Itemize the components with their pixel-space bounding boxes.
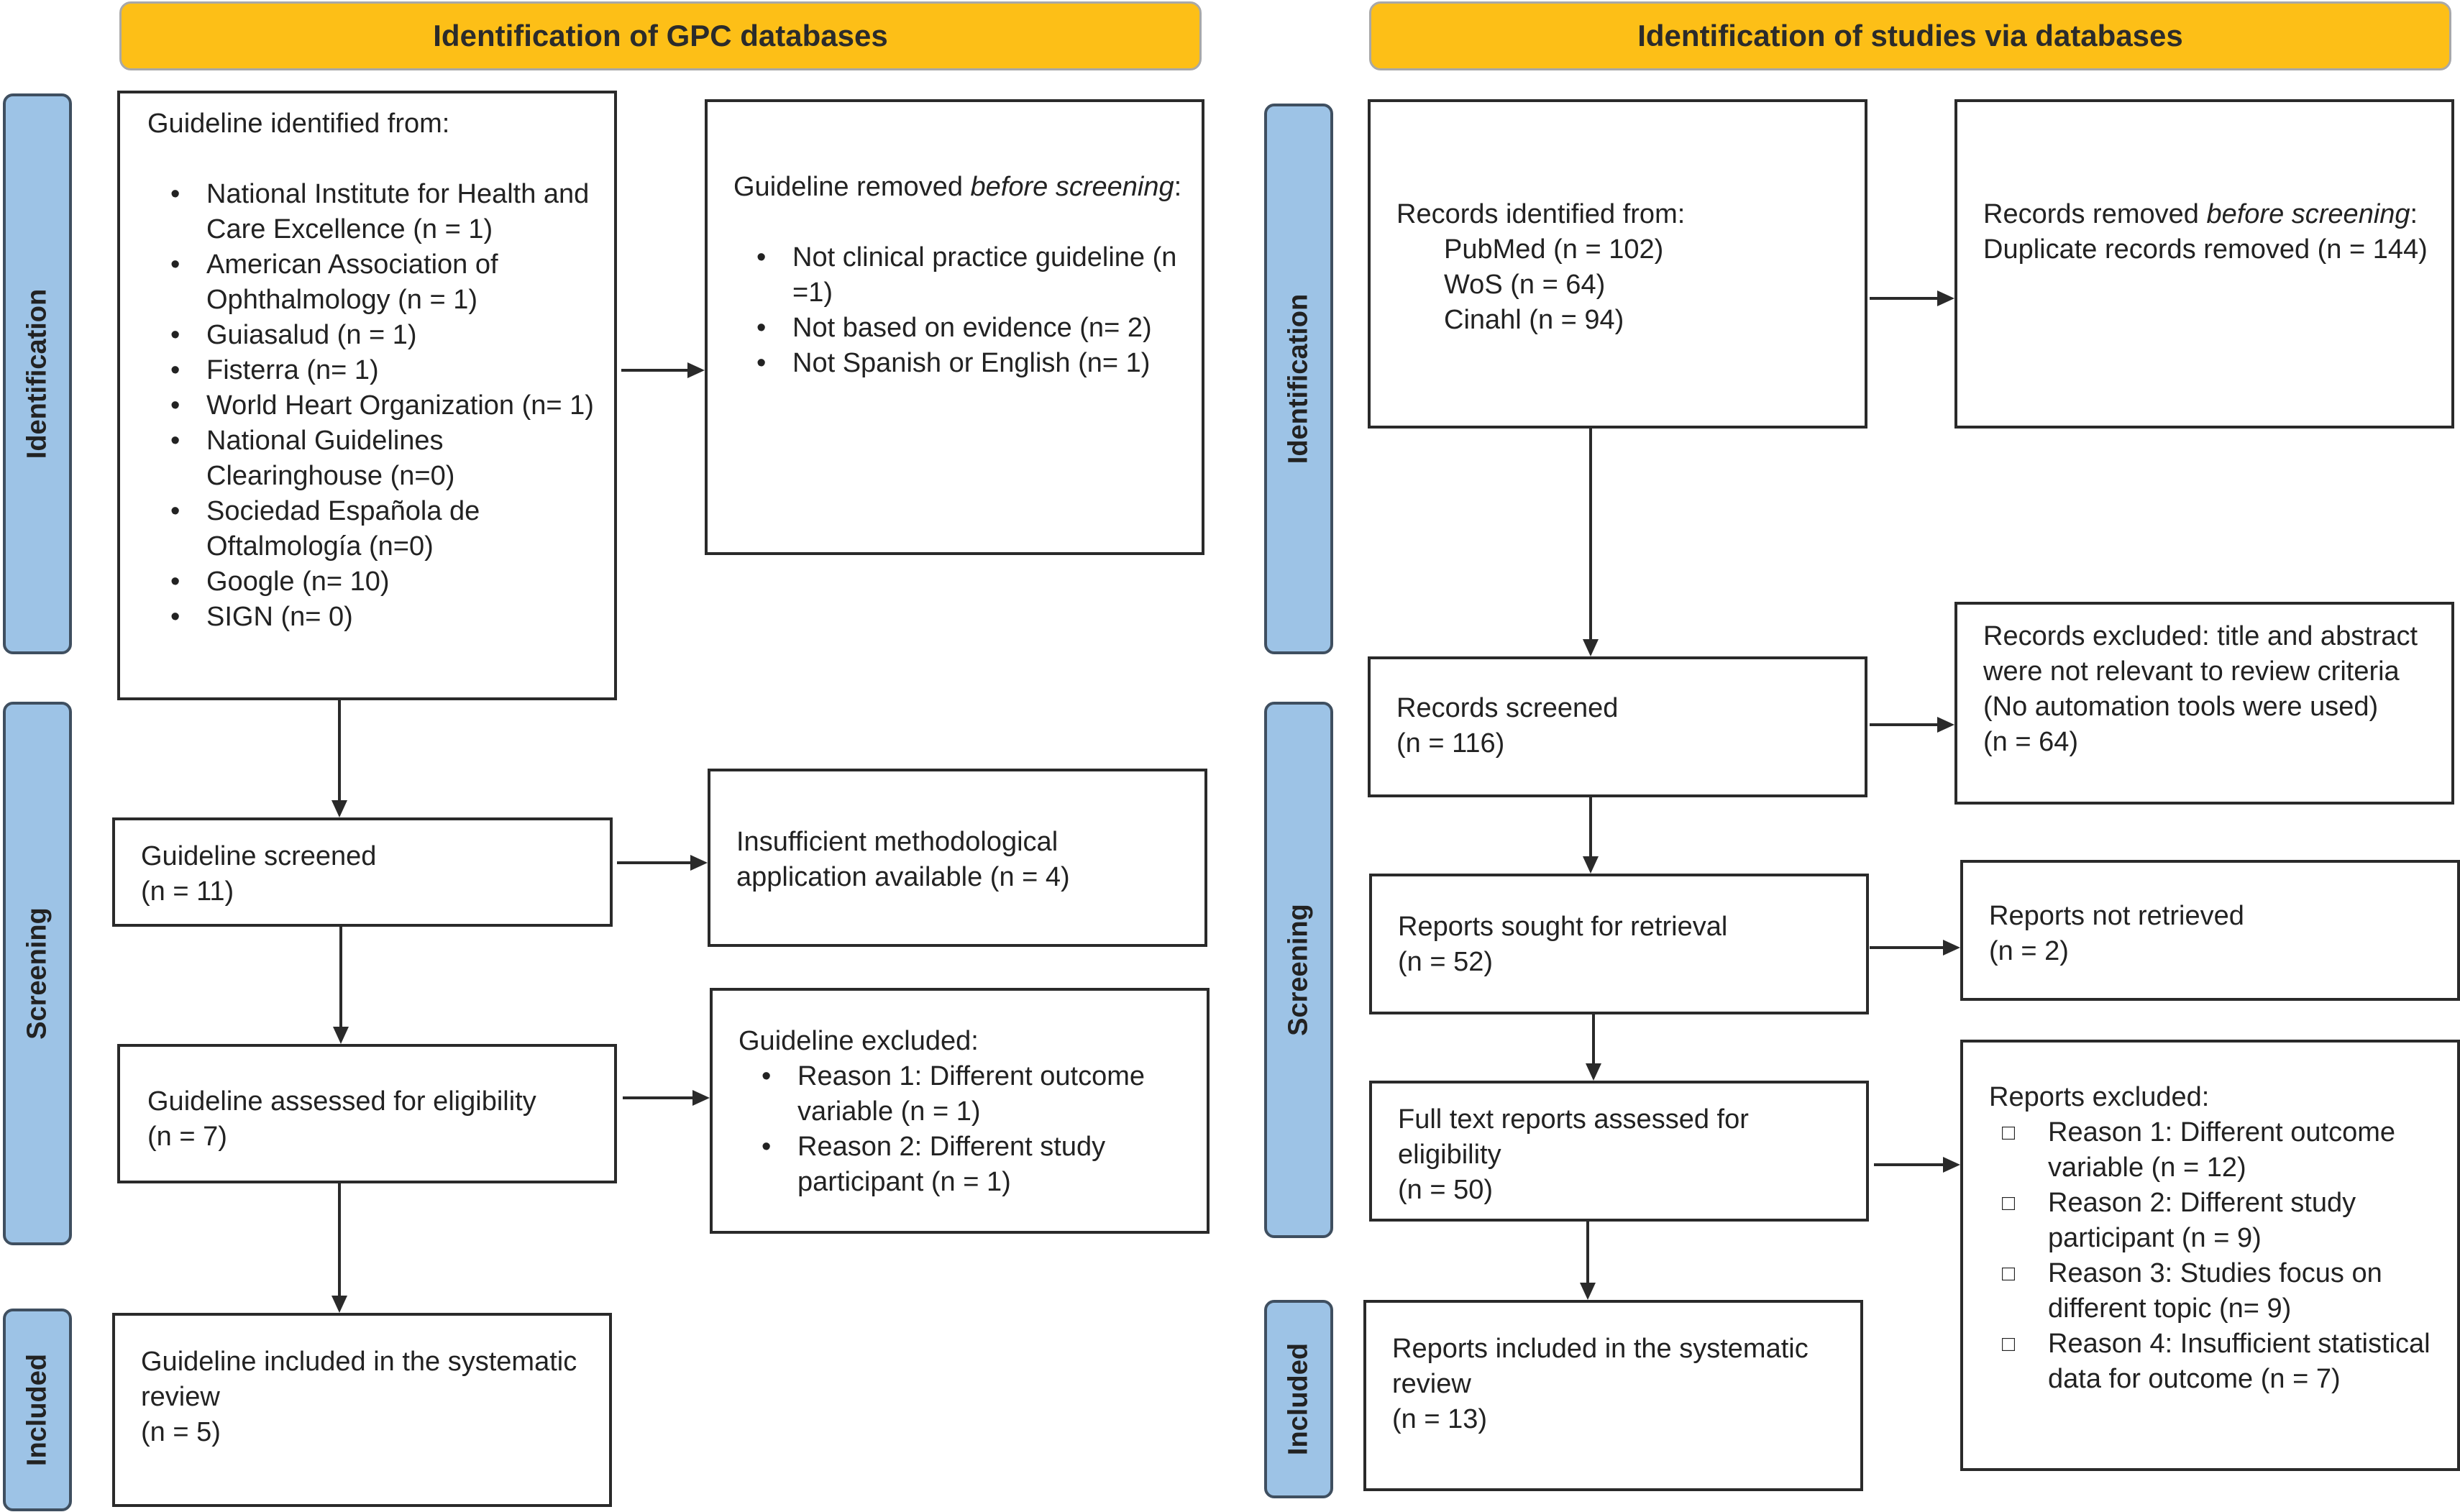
box-count: (n = 116) xyxy=(1396,728,1505,759)
guideline-included-box: Guideline included in the systematic rev… xyxy=(112,1313,612,1507)
list-item: Reason 1: Different outcome variable (n … xyxy=(739,1059,1189,1130)
guideline-identified-box: Guideline identified from: National Inst… xyxy=(117,91,617,700)
right-stage-screening: Screening xyxy=(1264,702,1333,1238)
guideline-excluded-box: Guideline excluded: Reason 1: Different … xyxy=(710,988,1210,1234)
reports-included-box: Reports included in the systematic revie… xyxy=(1363,1300,1863,1491)
box-text: Insufficient methodological application … xyxy=(736,827,1070,892)
arrowhead xyxy=(1937,290,1954,306)
excluded-list: Reason 1: Different outcome variable (n … xyxy=(1989,1115,2440,1397)
box-count: (n = 50) xyxy=(1398,1175,1494,1205)
guideline-screened-box: Guideline screened (n = 11) xyxy=(112,817,613,927)
box-line: Reports sought for retrieval xyxy=(1398,912,1728,942)
arrowhead xyxy=(1943,1157,1960,1173)
left-stage-included: Included xyxy=(3,1309,72,1511)
box-count: (n = 5) xyxy=(141,1417,221,1447)
box-line: Full text reports assessed for eligibili… xyxy=(1398,1104,1749,1170)
records-screened-box: Records screened (n = 116) xyxy=(1368,656,1867,797)
database-item: WoS (n = 64) xyxy=(1444,270,1606,300)
right-stage-identification: Identification xyxy=(1264,104,1333,654)
removed-list: Not clinical practice guideline (n =1) N… xyxy=(733,240,1184,381)
arrowhead xyxy=(333,1027,349,1044)
list-item: Reason 4: Insufficient statistical data … xyxy=(1989,1327,2440,1397)
list-item: Not based on evidence (n= 2) xyxy=(733,311,1184,346)
reports-assessed-box: Full text reports assessed for eligibili… xyxy=(1369,1081,1869,1222)
box-count: (n = 2) xyxy=(1989,936,2069,966)
box-count: (n = 7) xyxy=(147,1122,227,1152)
reports-sought-box: Reports sought for retrieval (n = 52) xyxy=(1369,874,1869,1014)
insufficient-methodology-box: Insufficient methodological application … xyxy=(708,769,1207,947)
box-text: Records excluded: title and abstract wer… xyxy=(1983,621,2418,722)
records-excluded-box: Records excluded: title and abstract wer… xyxy=(1954,602,2454,805)
arrowhead xyxy=(690,855,708,871)
arrowhead xyxy=(1586,1063,1601,1081)
arrowhead xyxy=(692,1090,710,1106)
right-header: Identification of studies via databases xyxy=(1369,1,2451,70)
list-item: National Institute for Health and Care E… xyxy=(147,177,597,247)
box-title: Guideline removed before screening: xyxy=(733,172,1182,202)
arrowhead xyxy=(1937,717,1954,733)
records-identified-box: Records identified from: PubMed (n = 102… xyxy=(1368,99,1867,429)
list-item: SIGN (n= 0) xyxy=(147,600,597,635)
box-text: Duplicate records removed (n = 144) xyxy=(1983,234,2428,265)
list-item: Google (n= 10) xyxy=(147,564,597,600)
box-line: Guideline assessed for eligibility xyxy=(147,1086,536,1117)
excluded-list: Reason 1: Different outcome variable (n … xyxy=(739,1059,1189,1200)
arrowhead xyxy=(1943,940,1960,956)
list-item: Reason 1: Different outcome variable (n … xyxy=(1989,1115,2440,1186)
box-title: Records removed before screening: xyxy=(1983,199,2418,229)
list-item: Sociedad Española de Oftalmología (n=0) xyxy=(147,494,597,564)
database-item: PubMed (n = 102) xyxy=(1444,234,1664,265)
box-count: (n = 13) xyxy=(1392,1404,1488,1434)
arrowhead xyxy=(1583,856,1599,874)
guideline-assessed-box: Guideline assessed for eligibility (n = … xyxy=(117,1044,617,1183)
reports-not-retrieved-box: Reports not retrieved (n = 2) xyxy=(1960,860,2460,1001)
list-item: Not clinical practice guideline (n =1) xyxy=(733,240,1184,311)
list-item: Not Spanish or English (n= 1) xyxy=(733,346,1184,381)
list-item: Reason 2: Different study participant (n… xyxy=(1989,1186,2440,1256)
list-item: National Guidelines Clearinghouse (n=0) xyxy=(147,423,597,494)
box-line: Records screened xyxy=(1396,693,1619,723)
box-line: Guideline included in the systematic rev… xyxy=(141,1347,577,1412)
database-item: Cinahl (n = 94) xyxy=(1444,305,1624,335)
box-line: Reports not retrieved xyxy=(1989,901,2244,931)
reports-excluded-box: Reports excluded: Reason 1: Different ou… xyxy=(1960,1040,2460,1471)
records-removed-box: Records removed before screening: Duplic… xyxy=(1954,99,2454,429)
box-title: Guideline identified from: xyxy=(147,109,450,139)
arrowhead xyxy=(331,800,347,817)
arrowhead xyxy=(331,1296,347,1313)
box-count: (n = 52) xyxy=(1398,947,1494,977)
list-item: Guiasalud (n = 1) xyxy=(147,318,597,353)
list-item: World Heart Organization (n= 1) xyxy=(147,388,597,423)
right-stage-included: Included xyxy=(1264,1300,1333,1498)
box-title: Reports excluded: xyxy=(1989,1082,2210,1112)
left-stage-screening: Screening xyxy=(3,702,72,1245)
left-stage-identification: Identification xyxy=(3,93,72,654)
box-title: Guideline excluded: xyxy=(739,1026,979,1056)
arrowhead xyxy=(1580,1283,1596,1300)
box-line: Reports included in the systematic revie… xyxy=(1392,1334,1809,1399)
box-count: (n = 11) xyxy=(141,876,234,907)
box-count: (n = 64) xyxy=(1983,727,2079,757)
list-item: American Association of Ophthalmology (n… xyxy=(147,247,597,318)
arrowhead xyxy=(687,362,705,378)
box-title: Records identified from: xyxy=(1396,199,1686,229)
box-line: Guideline screened xyxy=(141,841,377,871)
arrowhead xyxy=(1583,639,1599,656)
list-item: Reason 2: Different study participant (n… xyxy=(739,1130,1189,1200)
left-header: Identification of GPC databases xyxy=(119,1,1202,70)
guideline-removed-box: Guideline removed before screening: Not … xyxy=(705,99,1204,555)
source-list: National Institute for Health and Care E… xyxy=(147,177,597,635)
list-item: Fisterra (n= 1) xyxy=(147,353,597,388)
list-item: Reason 3: Studies focus on different top… xyxy=(1989,1256,2440,1327)
